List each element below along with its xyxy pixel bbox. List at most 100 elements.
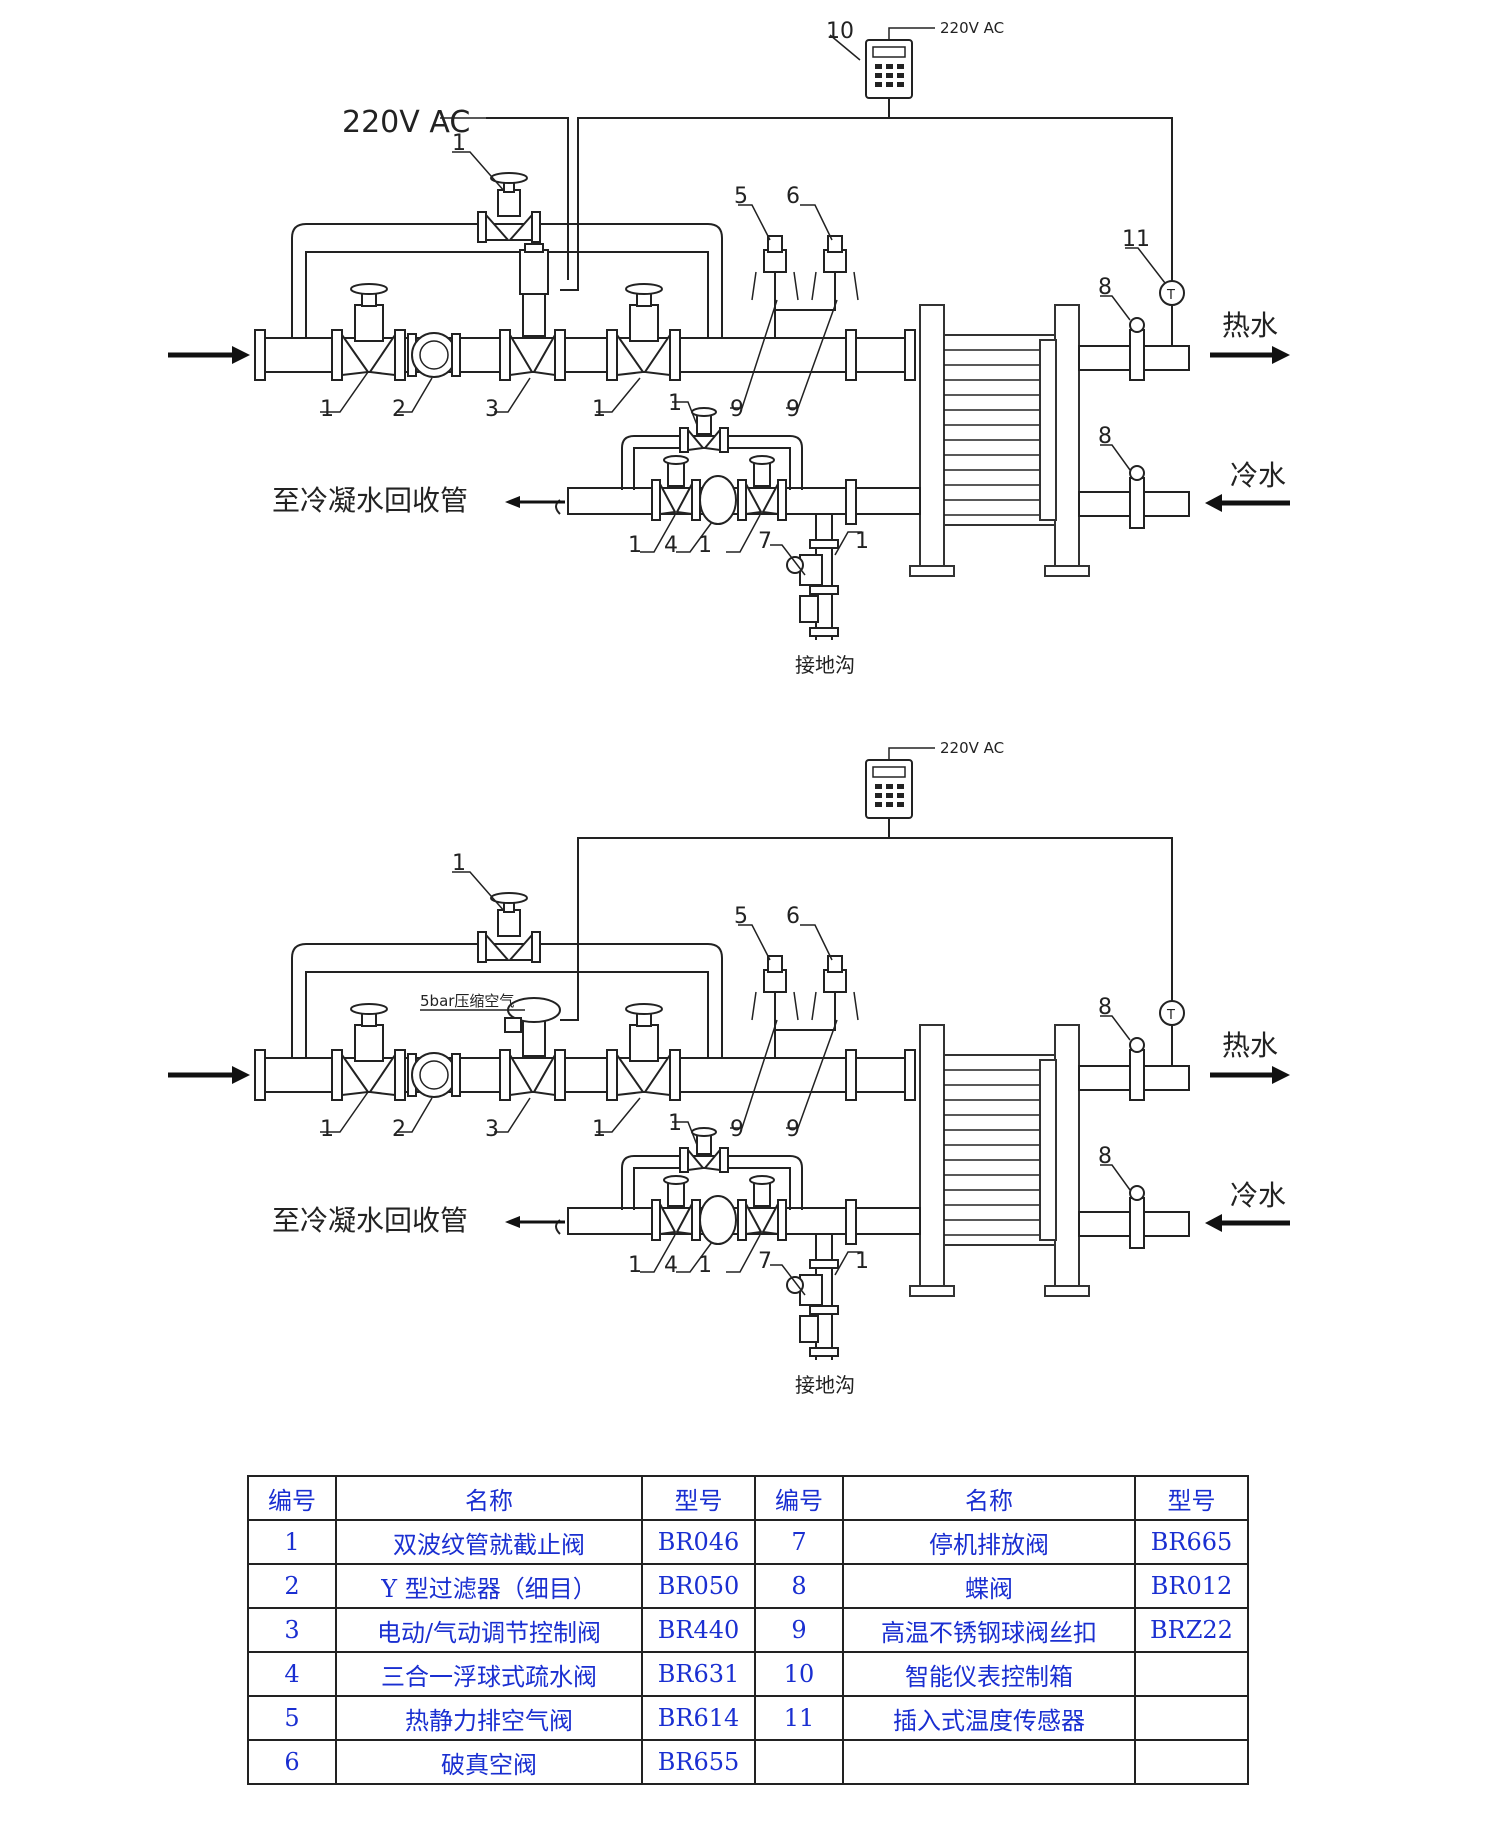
table-cell: 蝶阀 [842, 1563, 1136, 1609]
callout-7-b: 7 [758, 1249, 772, 1274]
temperature-sensor-11 [1159, 280, 1185, 306]
y-strainer-2 [407, 332, 461, 378]
table-cell: BR665 [1134, 1519, 1249, 1565]
table-cell: 10 [754, 1651, 844, 1697]
butterfly-valve-8-cold-b [1129, 1185, 1145, 1249]
air-vent-5-b [751, 955, 799, 1021]
pneumatic-control-valve-3 [499, 997, 566, 1101]
hot-water-label: 热水 [1222, 309, 1278, 342]
table-cell: 破真空阀 [335, 1739, 643, 1785]
table-cell: 三合一浮球式疏水阀 [335, 1651, 643, 1697]
drain-label: 接地沟 [795, 653, 855, 677]
callout-1-drain: 1 [855, 529, 869, 554]
bottom-piping-diagram: 220V AC 1 5bar压缩空气 [168, 739, 1290, 1397]
table-cell [754, 1739, 844, 1785]
globe-valve-1-right [606, 283, 681, 381]
col-header-no: 编号 [247, 1475, 337, 1521]
callout-1-drain-b: 1 [855, 1249, 869, 1274]
control-valve-3 [499, 243, 566, 381]
callout-1-cond-bypass-b: 1 [668, 1111, 682, 1136]
table-cell [842, 1739, 1136, 1785]
table-cell: 6 [247, 1739, 337, 1785]
table-cell [1134, 1739, 1249, 1785]
bypass-globe-valve-bottom [477, 892, 541, 963]
hot-water-label-b: 热水 [1222, 1029, 1278, 1062]
bypass-valve-condensate-b [679, 1127, 729, 1173]
callout-10: 10 [826, 19, 854, 44]
callout-9a: 9 [730, 397, 744, 422]
compressed-air-label: 5bar压缩空气 [420, 992, 514, 1010]
table-row: 3 电动/气动调节控制阀 BR440 9 高温不锈钢球阀丝扣 BRZ22 [247, 1607, 1249, 1653]
butterfly-valve-8-hot-b [1129, 1037, 1145, 1101]
table-cell: 1 [247, 1519, 337, 1565]
table-cell: 11 [754, 1695, 844, 1741]
globe-valve-cond-right-b [737, 1175, 787, 1241]
callout-9a-b: 9 [730, 1117, 744, 1142]
callout-2: 2 [392, 397, 406, 422]
bypass-valve-condensate [679, 407, 729, 453]
temperature-sensor-b [1159, 1000, 1185, 1026]
control-box-bottom [865, 759, 913, 819]
globe-valve-1-left [331, 283, 406, 381]
callout-9b: 9 [786, 397, 800, 422]
table-cell: 停机排放阀 [842, 1519, 1136, 1565]
callout-1-main-left-b: 1 [320, 1117, 334, 1142]
table-cell: BR614 [641, 1695, 756, 1741]
power-label-main: 220V AC [342, 105, 470, 140]
table-cell: Y 型过滤器（细目） [335, 1563, 643, 1609]
col-header-name: 名称 [335, 1475, 643, 1521]
table-cell: BR655 [641, 1739, 756, 1785]
callout-6-b: 6 [786, 904, 800, 929]
condensate-label: 至冷凝水回收管 [272, 484, 468, 517]
table-cell: 热静力排空气阀 [335, 1695, 643, 1741]
table-row: 2 Y 型过滤器（细目） BR050 8 蝶阀 BR012 [247, 1563, 1249, 1609]
col-header-model-2: 型号 [1134, 1475, 1249, 1521]
table-header-row: 编号 名称 型号 编号 名称 型号 [247, 1475, 1249, 1521]
table-row: 5 热静力排空气阀 BR614 11 插入式温度传感器 [247, 1695, 1249, 1741]
col-header-model: 型号 [641, 1475, 756, 1521]
cold-water-label-b: 冷水 [1230, 1179, 1286, 1212]
drain-label-b: 接地沟 [795, 1373, 855, 1397]
table-cell: 5 [247, 1695, 337, 1741]
callout-1-main-right: 1 [592, 397, 606, 422]
callout-4-b: 4 [664, 1253, 678, 1278]
globe-valve-cond-left [651, 455, 701, 521]
callout-1-main-right-b: 1 [592, 1117, 606, 1142]
callout-2-b: 2 [392, 1117, 406, 1142]
callout-1-cond-right: 1 [698, 533, 712, 558]
table-cell: 2 [247, 1563, 337, 1609]
power-label-box: 220V AC [940, 19, 1004, 37]
table-cell: 插入式温度传感器 [842, 1695, 1136, 1741]
butterfly-valve-8-cold [1129, 465, 1145, 529]
table-row: 4 三合一浮球式疏水阀 BR631 10 智能仪表控制箱 [247, 1651, 1249, 1697]
steam-trap-4-b [699, 1195, 737, 1245]
bypass-globe-valve [477, 172, 541, 243]
callout-1-cond-left-b: 1 [628, 1253, 642, 1278]
power-label-box-bottom: 220V AC [940, 739, 1004, 757]
table-cell: 双波纹管就截止阀 [335, 1519, 643, 1565]
air-vent-5 [751, 235, 799, 301]
callout-9b-b: 9 [786, 1117, 800, 1142]
callout-8-cold: 8 [1098, 424, 1112, 449]
table-cell: 高温不锈钢球阀丝扣 [842, 1607, 1136, 1653]
callout-1-cond-right-b: 1 [698, 1253, 712, 1278]
callout-1-bypass: 1 [452, 131, 466, 156]
table-cell: 3 [247, 1607, 337, 1653]
callout-4: 4 [664, 533, 678, 558]
callout-1-cond-left: 1 [628, 533, 642, 558]
condensate-label-b: 至冷凝水回收管 [272, 1204, 468, 1237]
callout-1-main-left: 1 [320, 397, 334, 422]
callout-8-cold-b: 8 [1098, 1144, 1112, 1169]
table-row: 6 破真空阀 BR655 [247, 1739, 1249, 1785]
cold-water-label: 冷水 [1230, 459, 1286, 492]
callout-3: 3 [485, 397, 499, 422]
callout-11: 11 [1122, 227, 1150, 252]
table-cell: BR050 [641, 1563, 756, 1609]
callout-7: 7 [758, 529, 772, 554]
callout-1-cond-bypass: 1 [668, 391, 682, 416]
svg-text:T: T [1166, 288, 1175, 303]
callout-8-hot-b: 8 [1098, 995, 1112, 1020]
globe-valve-1-left-b [331, 1003, 406, 1101]
table-cell: 智能仪表控制箱 [842, 1651, 1136, 1697]
table-cell: 4 [247, 1651, 337, 1697]
